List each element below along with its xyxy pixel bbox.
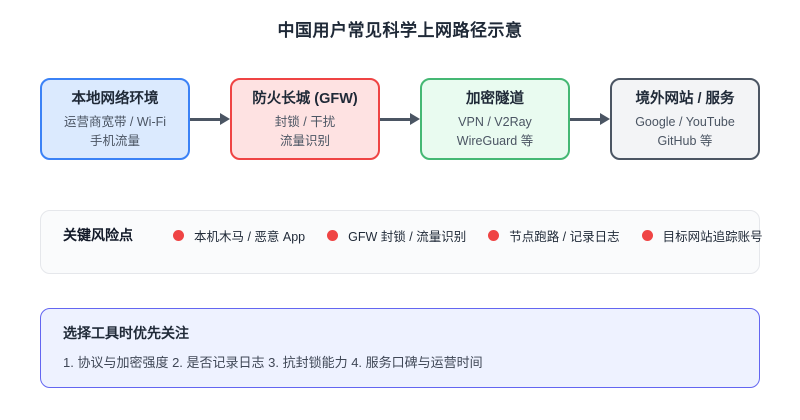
- arrow-line: [570, 117, 600, 121]
- arrow-head: [410, 113, 420, 125]
- node-overseas-sites: 境外网站 / 服务 Google / YouTube GitHub 等: [610, 78, 760, 160]
- risk-item-label: 目标网站追踪账号: [662, 229, 763, 244]
- node-encrypted-tunnel: 加密隧道 VPN / V2Ray WireGuard 等: [420, 78, 570, 160]
- node-subtitle: Google / YouTube GitHub 等: [635, 113, 735, 151]
- node-gfw: 防火长城 (GFW) 封锁 / 干扰 流量识别: [230, 78, 380, 160]
- arrow-line: [190, 117, 220, 121]
- node-title: 本地网络环境: [71, 91, 159, 108]
- arrow-right-icon: [380, 113, 420, 125]
- red-dot-icon: [173, 229, 184, 241]
- node-local-network: 本地网络环境 运营商宽带 / Wi-Fi 手机流量: [40, 78, 190, 160]
- node-title: 加密隧道: [466, 91, 524, 108]
- risk-item-label: 本机木马 / 恶意 App: [194, 229, 306, 244]
- node-subtitle-line: 流量识别: [279, 134, 330, 148]
- risk-item-local-malware: 本机木马 / 恶意 App: [173, 226, 305, 245]
- node-subtitle-line: 封锁 / 干扰: [274, 115, 336, 130]
- node-title: 防火长城 (GFW): [252, 91, 358, 108]
- arrow-head: [600, 113, 610, 125]
- node-subtitle: 封锁 / 干扰 流量识别: [275, 113, 335, 151]
- page-title: 中国用户常见科学上网路径示意: [277, 21, 523, 40]
- risk-panel: 关键风险点 本机木马 / 恶意 App GFW 封锁 / 流量识别 节点跑路 /…: [40, 210, 763, 274]
- arrow-right-icon: [190, 113, 230, 125]
- arrow-line: [380, 117, 410, 121]
- risk-item-site-tracking: 目标网站追踪账号: [641, 226, 763, 245]
- risk-item-node-logging: 节点跑路 / 记录日志: [488, 226, 620, 245]
- node-subtitle-line: GitHub 等: [657, 134, 713, 148]
- node-subtitle: VPN / V2Ray WireGuard 等: [457, 113, 533, 151]
- node-title: 境外网站 / 服务: [635, 91, 735, 108]
- risk-panel-label: 关键风险点: [63, 227, 133, 243]
- risk-item-label: 节点跑路 / 记录日志: [509, 229, 620, 244]
- tool-selection-title: 选择工具时优先关注: [63, 325, 189, 341]
- node-subtitle-line: WireGuard 等: [456, 134, 534, 148]
- risk-item-label: GFW 封锁 / 流量识别: [348, 229, 467, 244]
- flow-diagram: 本地网络环境 运营商宽带 / Wi-Fi 手机流量 防火长城 (GFW) 封锁 …: [40, 78, 760, 160]
- node-subtitle-line: 运营商宽带 / Wi-Fi: [63, 115, 167, 130]
- risk-row: 关键风险点 本机木马 / 恶意 App GFW 封锁 / 流量识别 节点跑路 /…: [63, 225, 763, 245]
- arrow-head: [220, 113, 230, 125]
- red-dot-icon: [641, 229, 653, 241]
- node-subtitle: 运营商宽带 / Wi-Fi 手机流量: [64, 113, 166, 151]
- arrow-right-icon: [570, 113, 610, 125]
- red-dot-icon: [327, 229, 339, 241]
- tool-selection-panel: 选择工具时优先关注 1. 协议与加密强度 2. 是否记录日志 3. 抗封锁能力 …: [40, 308, 760, 388]
- risk-item-gfw-block: GFW 封锁 / 流量识别: [327, 226, 466, 245]
- node-subtitle-line: Google / YouTube: [635, 115, 735, 130]
- node-subtitle-line: VPN / V2Ray: [458, 115, 532, 130]
- tool-selection-criteria: 1. 协议与加密强度 2. 是否记录日志 3. 抗封锁能力 4. 服务口碑与运营…: [63, 355, 483, 370]
- red-dot-icon: [488, 229, 500, 241]
- node-subtitle-line: 手机流量: [89, 134, 140, 148]
